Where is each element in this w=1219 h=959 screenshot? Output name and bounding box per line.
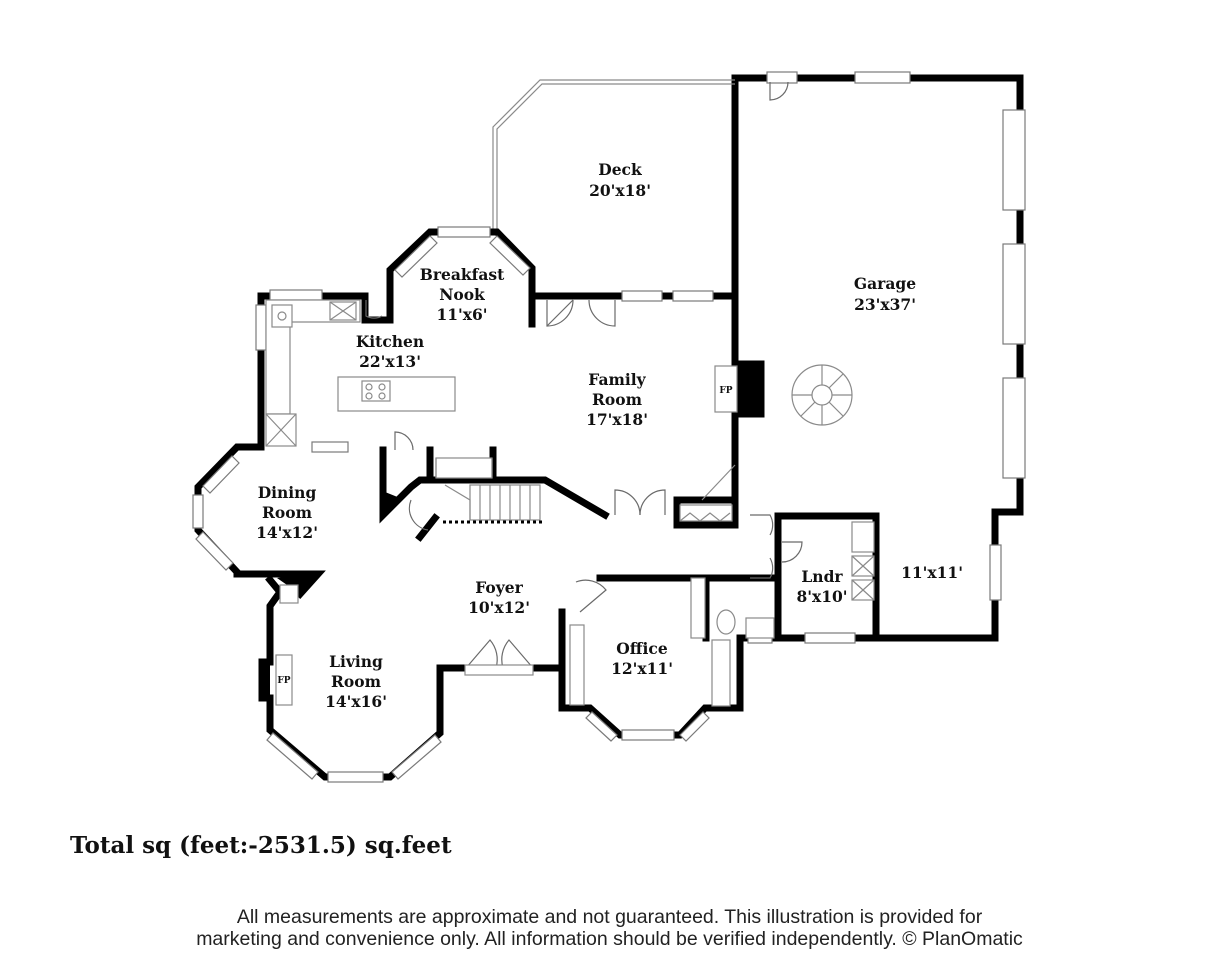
disclaimer-line-2: marketing and convenience only. All info…: [196, 928, 1023, 950]
family-room-fireplace-label: FP: [719, 386, 732, 396]
kitchen-size: 22'x13': [359, 352, 421, 371]
spiral-stair: [791, 364, 853, 426]
house-windows: [192, 226, 856, 783]
fixtures: [265, 299, 875, 707]
family-room-name-line2: Room: [592, 390, 643, 409]
garage-size: 23'x37': [854, 295, 916, 314]
dining-room-name-line1: Dining: [258, 483, 317, 502]
breakfast-nook-name-line1: Breakfast: [420, 265, 505, 284]
deck-outline: [492, 79, 735, 235]
family-room-size: 17'x18': [586, 410, 648, 429]
deck-name: Deck: [598, 160, 642, 179]
dining-room-name-line2: Room: [262, 503, 313, 522]
office-name: Office: [616, 639, 668, 658]
total-square-footage: Total sq (feet:-2531.5) sq.feet: [70, 832, 452, 859]
garage-name: Garage: [854, 274, 916, 293]
living-room-fireplace-label: FP: [277, 676, 290, 686]
disclaimer-line-1: All measurements are approximate and not…: [236, 906, 983, 928]
office-size: 12'x11': [611, 659, 673, 678]
deck-size: 20'x18': [589, 181, 651, 200]
family-room-name-line1: Family: [588, 370, 646, 389]
living-room-name-line1: Living: [329, 652, 383, 671]
laundry-name: Lndr: [801, 567, 843, 586]
breakfast-nook-name-line2: Nook: [439, 285, 485, 304]
foyer-name: Foyer: [475, 578, 523, 597]
garage-annex-size: 11'x11': [901, 563, 963, 582]
laundry-size: 8'x10': [796, 587, 847, 606]
doors: [365, 299, 803, 676]
living-room-name-line2: Room: [331, 672, 382, 691]
foyer-size: 10'x12': [468, 598, 530, 617]
kitchen-name: Kitchen: [356, 332, 424, 351]
staircase: [443, 484, 545, 524]
living-room-size: 14'x16': [325, 692, 387, 711]
dining-room-size: 14'x12': [256, 523, 318, 542]
garage-walls: [731, 71, 1026, 642]
breakfast-nook-size: 11'x6': [436, 305, 487, 324]
disclaimer: All measurements are approximate and not…: [0, 906, 1219, 950]
